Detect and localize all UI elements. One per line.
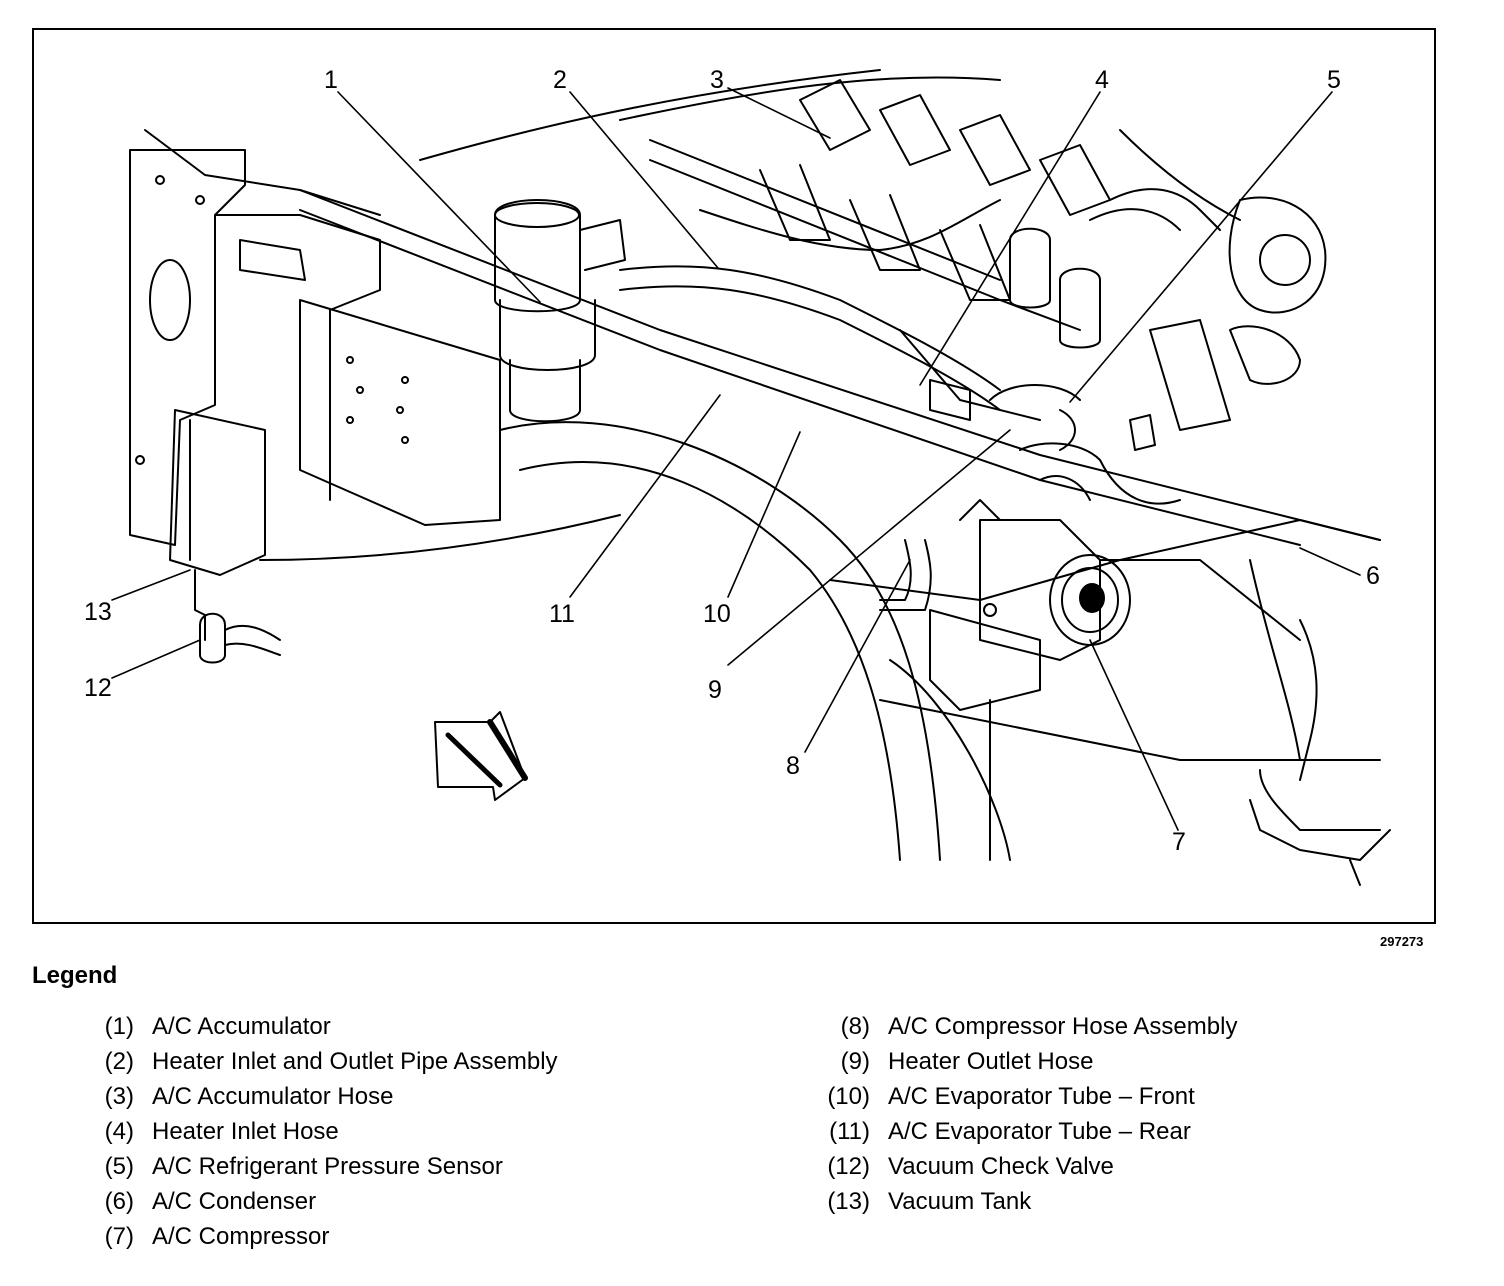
legend-item-label: Heater Inlet and Outlet Pipe Assembly: [152, 1048, 558, 1075]
callout-6: 6: [1366, 562, 1380, 590]
legend-item-label: Vacuum Check Valve: [888, 1153, 1114, 1180]
radiator-support-drawing: [129, 129, 621, 576]
accumulator-drawing: [494, 199, 626, 423]
legend-item-number: (3): [104, 1083, 134, 1110]
legend-item-label: A/C Evaporator Tube – Front: [888, 1083, 1195, 1110]
callout-1: 1: [324, 66, 338, 94]
callout-5: 5: [1327, 66, 1341, 94]
legend-item-number: (12): [827, 1153, 870, 1180]
legend-item-label: A/C Compressor: [152, 1223, 330, 1250]
frame-rail-drawing: [299, 189, 1381, 861]
legend-item-label: Vacuum Tank: [888, 1188, 1032, 1215]
legend-item-label: A/C Accumulator: [152, 1013, 331, 1040]
callout-8: 8: [786, 752, 800, 780]
legend-item-number: (8): [840, 1013, 870, 1040]
legend-item-label: Heater Inlet Hose: [152, 1118, 339, 1145]
legend-item-number: (13): [827, 1188, 870, 1215]
legend-item-label: A/C Evaporator Tube – Rear: [888, 1118, 1191, 1145]
legend-item-number: (11): [829, 1118, 870, 1145]
legend-item-number: (5): [104, 1153, 134, 1180]
front-direction-arrow: [434, 711, 528, 801]
callout-11: 11: [549, 600, 575, 628]
legend-item-label: A/C Compressor Hose Assembly: [888, 1013, 1238, 1040]
callout-4: 4: [1095, 66, 1109, 94]
legend-item-label: A/C Refrigerant Pressure Sensor: [152, 1153, 503, 1180]
legend-item-number: (7): [104, 1223, 134, 1250]
legend-item-number: (1): [104, 1013, 134, 1040]
legend-title: Legend: [32, 962, 118, 989]
callout-2: 2: [553, 66, 567, 94]
legend-item-label: A/C Accumulator Hose: [152, 1083, 394, 1110]
compressor-drawing: [929, 499, 1131, 711]
legend-item-number: (6): [104, 1188, 134, 1215]
callout-9: 9: [708, 676, 722, 704]
legend-item-number: (10): [827, 1083, 870, 1110]
legend-item-number: (9): [840, 1048, 870, 1075]
callout-3: 3: [710, 66, 724, 94]
legend-item-label: A/C Condenser: [152, 1188, 317, 1215]
legend-item-number: (4): [104, 1118, 134, 1145]
callout-7: 7: [1172, 828, 1186, 856]
vacuum-check-valve-drawing: [194, 569, 281, 664]
callout-13: 13: [84, 598, 112, 626]
hose-drawing: [619, 188, 1391, 886]
callout-10: 10: [703, 600, 731, 628]
callout-leaders: [111, 87, 1361, 831]
legend-item-label: Heater Outlet Hose: [888, 1048, 1094, 1075]
callout-12: 12: [84, 674, 112, 702]
legend-item-number: (2): [104, 1048, 134, 1075]
figure-id: 297273: [1380, 934, 1424, 949]
